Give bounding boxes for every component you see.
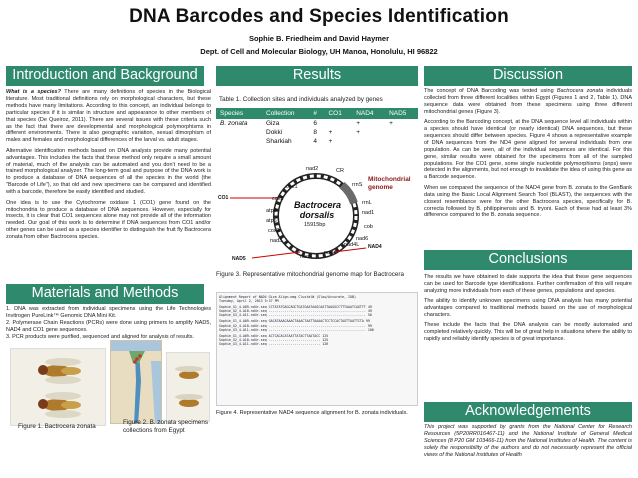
alignment-row: Sophie_G3_4-A11-nd4r.seq ...............… (219, 327, 374, 332)
materials-list: 1. DNA was extracted from individual spe… (6, 306, 211, 344)
alignment-row: Sophie_G2_4-A10-nd4r.seq ...............… (219, 337, 329, 342)
discussion-p2: According to the Barcoding concept, at t… (424, 119, 632, 181)
tag-co1: CO1 (218, 195, 229, 201)
intro-lead: What is a species? (6, 89, 61, 95)
conclusions-heading: Conclusions (424, 250, 632, 270)
gene-nad6: nad6 (356, 236, 369, 242)
fig2-caption: Figure 2. B. zonata specimens collection… (123, 419, 209, 434)
fly-illustration (38, 358, 81, 418)
intro-p3: One idea is to use the Cytochrome oxidas… (6, 199, 211, 241)
gene-cox1: cox1 (286, 184, 298, 190)
table-caption: Table 1. Collection sites and individual… (219, 96, 383, 103)
fly-bottom (38, 392, 81, 418)
alignment-report: Alignment Report of NAD4 Giza Align.meg … (216, 292, 418, 406)
alignment-row: Sophie_G2_4-A10-nd4r.seq ...............… (219, 323, 372, 328)
gene-rrns: rrnS (352, 182, 363, 188)
gene-cox3: cox3 (268, 228, 280, 234)
conclusions-p2: The ability to identify unknown specimen… (424, 298, 632, 319)
materials-item-2: 2. Polymerase Chain Reactions (PCRs) wer… (6, 319, 211, 333)
genome-ring-dashes (274, 174, 358, 258)
genome-ring-svg (230, 173, 367, 259)
gene-atp6: atp6 (266, 218, 277, 224)
genome-map: Bactrocera dorsalis 15915bp Mitochondria… (216, 160, 418, 268)
alignment-row: Sophie_G1_4-A09-nd4r.seq CCTATATGAGCAGCT… (219, 305, 372, 310)
intro-heading: Introduction and Background (6, 66, 204, 86)
control-region-arc (339, 181, 358, 205)
alignment-row: Sophie_G3_4-A11-nd4r.seq ...............… (219, 313, 372, 318)
gene-nad5: nad5 (300, 254, 313, 260)
gene-cob: cob (364, 224, 373, 230)
discussion-p3: When we compared the sequence of the NAD… (424, 184, 632, 219)
poster-title: DNA Barcodes and Species Identification (129, 6, 509, 27)
table-row: Sharkiah 4 + (266, 138, 333, 145)
discussion-text: The concept of DNA Barcoding was tested … (424, 88, 632, 219)
alignment-block-1: Sophie_G1_4-A09-nd4r.seq CCTATATGAGCAGCT… (219, 305, 415, 317)
genome-center-label: Bactrocera dorsalis (294, 200, 342, 220)
poster-affiliation: Dept. of Cell and Molecular Biology, UH … (200, 47, 438, 56)
conclusions-p1: The results we have obtained to date sup… (424, 274, 632, 294)
gene-cox2: cox2 (272, 196, 284, 202)
poster-header: DNA Barcodes and Species Identification … (0, 0, 638, 60)
fig3-caption: Figure 3. Representative mitochondrial g… (216, 271, 404, 278)
alignment-row: Sophie_G1_4-A09-nd4r.seq ACTCACACATAATTA… (219, 333, 329, 338)
nad4-pointer (333, 247, 367, 253)
acknowledgements-heading: Acknowledgements (424, 402, 632, 422)
intro-p2: Alternative identification methods based… (6, 147, 211, 196)
fig1-caption: Figure 1. Bactrocera zonata (18, 423, 96, 430)
gene-atp8: atp8 (266, 208, 277, 214)
materials-heading: Materials and Methods (6, 284, 204, 304)
intro-text: What is a species? There are many defini… (6, 89, 211, 279)
discussion-heading: Discussion (424, 66, 632, 86)
nad5-pointer (251, 251, 301, 259)
alignment-block-2: Sophie_G1_4-A09-nd4r.seq GACATAAACAAACTA… (219, 319, 415, 331)
col-collection: Collection (262, 108, 310, 119)
specimen-photo (166, 352, 210, 422)
fig4-caption: Figure 4. Representative NAD4 sequence a… (216, 410, 408, 416)
col-species: Species (216, 108, 262, 119)
col-co1: CO1 (324, 108, 353, 119)
table-header-row: Species Collection # CO1 NAD4 NAD5 (216, 108, 418, 119)
materials-item-1: 1. DNA was extracted from individual spe… (6, 306, 211, 319)
results-heading: Results (216, 66, 418, 86)
gene-nad1: nad1 (362, 210, 375, 216)
poster-authors: Sophie B. Friedheim and David Haymer (248, 34, 390, 43)
fly-photo (10, 348, 106, 426)
genome-title: Mitochondrial genome (368, 176, 411, 191)
alignment-row: Sophie_G2_4-A10-nd4r.seq ...............… (219, 309, 372, 314)
alignment-block-3: Sophie_G1_4-A09-nd4r.seq ACTCACACATAATTA… (219, 334, 415, 346)
col-count: # (309, 108, 325, 119)
egypt-map (110, 340, 162, 424)
conclusions-text: The results we have obtained to date sup… (424, 274, 632, 390)
fly-top (38, 358, 81, 384)
table-row: Dokki 8 + + (266, 129, 360, 136)
genome-size: 15915bp (304, 222, 326, 228)
alignment-row: Sophie_G1_4-A09-nd4r.seq GACATAAACAAACTA… (219, 319, 370, 324)
acknowledgements-text: This project was supported by grants fro… (424, 424, 632, 458)
alignment-header: Alignment Report of NAD4 Giza Align.meg … (219, 295, 356, 304)
col-nad5: NAD5 (385, 108, 418, 119)
gene-nad4l: nad4L (344, 242, 360, 248)
col-nad4: NAD4 (352, 108, 386, 119)
collection-table: Species Collection # CO1 NAD4 NAD5 B. zo… (216, 108, 418, 146)
intro-p1: There are many definitions of species in… (6, 89, 211, 144)
conclusions-p3: These include the facts that the DNA ana… (424, 322, 632, 343)
egypt-map-drawing (111, 341, 161, 423)
gene-nad4: nad4 (324, 250, 337, 256)
table-row: B. zonata Giza 6 + + (220, 120, 393, 127)
specimen-illustration (175, 366, 203, 407)
gene-rrnl: rrnL (362, 200, 372, 206)
tag-nad4: NAD4 (368, 244, 382, 250)
gene-nad2: nad2 (306, 166, 319, 172)
tag-nad5: NAD5 (232, 256, 246, 262)
gene-cr: CR (336, 168, 344, 174)
alignment-row: Sophie_G3_4-A11-nd4r.seq ...............… (219, 341, 329, 346)
gene-nad3: nad3 (270, 238, 283, 244)
materials-item-3: 3. PCR products were purified, sequenced… (6, 333, 195, 340)
